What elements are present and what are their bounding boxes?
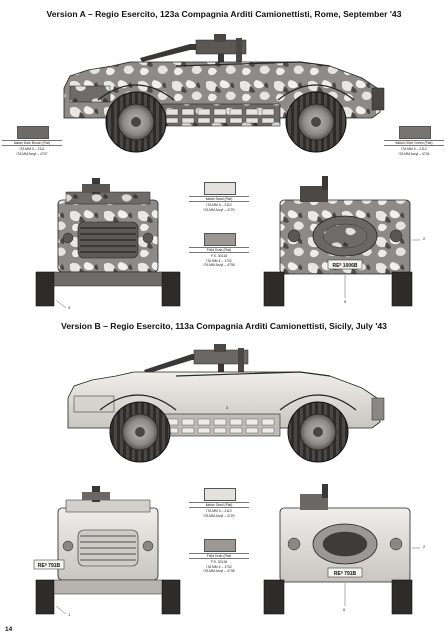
paint-code: ITA MM II – 2111 xyxy=(19,147,45,152)
paint-swatch-dark-brown xyxy=(17,126,49,139)
paint-swatch-field-drab xyxy=(204,233,236,246)
callout-a-rear-right: 2 xyxy=(423,236,426,241)
version-b-rear-view: RE⁰ 791B xyxy=(263,484,420,615)
paint-name: Field Drab (Flat) xyxy=(189,553,249,560)
paint-code: ITA MM Acryl – 4720 xyxy=(203,207,235,212)
paint-code: ITA MM Acryl – 4707 xyxy=(16,151,48,156)
paint-caption-sand-b: Italian Sand (Flat) ITA MM II – 2110 ITA… xyxy=(189,502,249,518)
paint-code: ITA MM Acryl – 4708 xyxy=(203,262,235,267)
paint-name: Field Drab (Flat) xyxy=(189,247,249,254)
version-a-front-view xyxy=(35,178,181,307)
paint-caption-field-drab-b: Field Drab (Flat) F.S. 30118 ITA MM II –… xyxy=(189,553,249,573)
version-b-title: Version B – Regio Esercito, 113a Compagn… xyxy=(61,321,387,331)
paint-caption-field-drab: Field Drab (Flat) F.S. 30118 ITA MM II –… xyxy=(189,247,249,267)
paint-code: ITA MM Acryl – 4720 xyxy=(203,513,235,518)
callout-b-front: 1 xyxy=(68,612,71,617)
version-a-rear-view: RE⁰ 1006B xyxy=(263,176,420,307)
version-a-rear-plate: RE⁰ 1006B xyxy=(332,263,357,269)
version-b-side-view xyxy=(67,344,385,463)
version-b-rear-plate: RE⁰ 791B xyxy=(334,571,357,577)
paint-swatch-field-drab-b xyxy=(204,539,236,552)
paint-code: ITA MM II – 2110 xyxy=(206,509,232,514)
version-b-front-view: RE⁰ 791B xyxy=(33,486,181,615)
paint-code: ITA MM II – 2112 xyxy=(401,147,427,152)
paint-swatch-sand xyxy=(204,182,236,195)
paint-code: ITA MM II – 1702 xyxy=(206,258,232,263)
paint-name: Italian Dark Brown (Flat) xyxy=(2,140,62,147)
callout-a-front: 4 xyxy=(68,305,71,310)
paint-code: ITA MM Acryl – 4708 xyxy=(203,568,235,573)
paint-name: Italian Olive Green (Flat) xyxy=(384,140,444,147)
callout-b-side: 3 xyxy=(226,405,229,410)
callout-b-rear-right: 2 xyxy=(423,544,426,549)
version-a-title: Version A – Regio Esercito, 123a Compagn… xyxy=(46,9,402,19)
paint-swatch-olive-green xyxy=(399,126,431,139)
paint-code: ITA MM II – 1702 xyxy=(206,564,232,569)
version-a-side-view xyxy=(63,34,385,153)
paint-swatch-sand-b xyxy=(204,488,236,501)
paint-caption-dark-brown: Italian Dark Brown (Flat) ITA MM II – 21… xyxy=(2,140,62,156)
paint-name: Italian Sand (Flat) xyxy=(189,196,249,203)
paint-code: F.S. 30118 xyxy=(211,254,227,259)
paint-code: F.S. 30118 xyxy=(211,560,227,565)
paint-caption-sand: Italian Sand (Flat) ITA MM II – 2110 ITA… xyxy=(189,196,249,212)
paint-code: ITA MM Acryl – 4734 xyxy=(398,151,430,156)
paint-code: ITA MM II – 2110 xyxy=(206,203,232,208)
paint-name: Italian Sand (Flat) xyxy=(189,502,249,509)
paint-caption-olive-green: Italian Olive Green (Flat) ITA MM II – 2… xyxy=(384,140,444,156)
page-number: 14 xyxy=(5,626,13,633)
callout-a-rear-bottom: 5 xyxy=(344,299,347,304)
callout-b-rear-bottom: 6 xyxy=(343,607,346,612)
version-b-front-plate: RE⁰ 791B xyxy=(38,563,61,569)
